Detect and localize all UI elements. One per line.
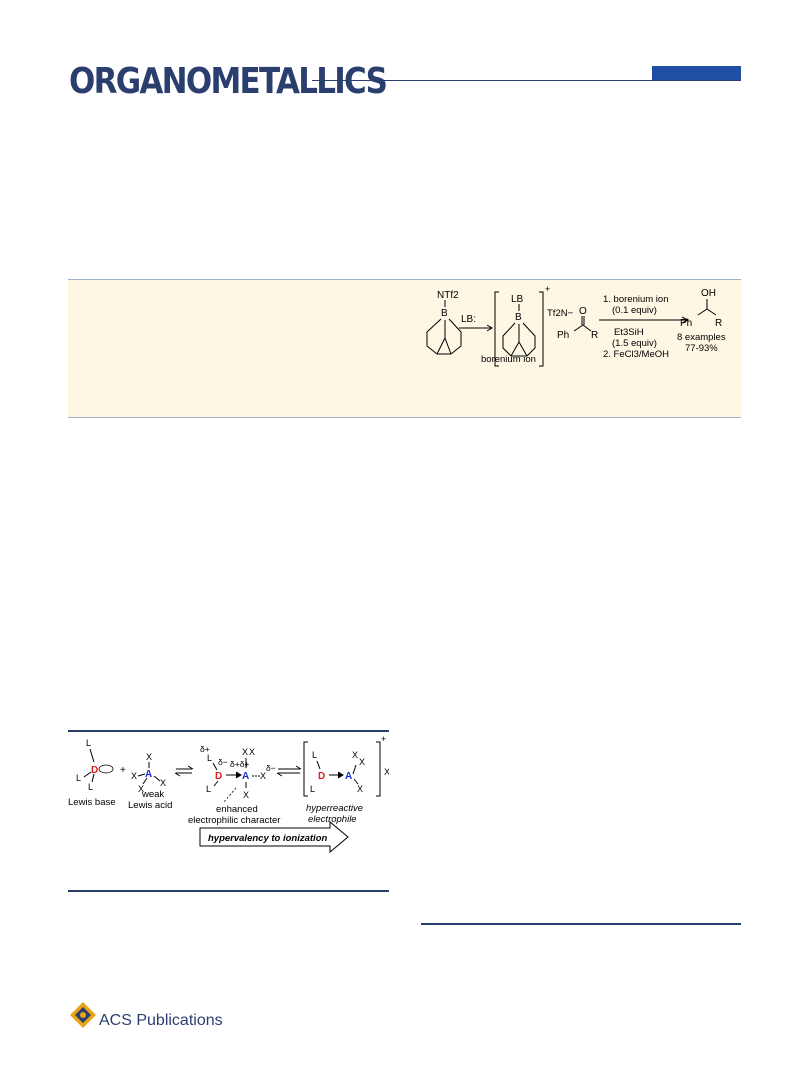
adduct-substituent-x2: X [249,747,255,757]
condition-silane-equiv: (1.5 equiv) [612,338,657,349]
delta-plus-acceptor: δ+δ+ [230,759,249,769]
lewis-acid-caption: Lewis acid [128,800,172,811]
ketone-oxygen: O [579,306,587,317]
cation-ligand-top: L [312,750,317,760]
base-ligand-top: L [86,738,91,748]
acs-logo-icon [70,1002,96,1028]
toc-reaction-scheme: NTf2 B LB: + LB B borenium ion Tf2N− O P… [426,284,726,367]
condition-step1-equiv: (0.1 equiv) [612,305,657,316]
adduct-substituent-x3: X [260,771,266,781]
cation-donor-atom: D [318,771,325,782]
acid-substituent-left: X [131,771,137,781]
header-color-tab [652,66,741,80]
electrophile-caption: electrophile [308,814,357,825]
ketone-phenyl: Ph [557,330,569,341]
hyperreactive-caption: hyperreactive [306,803,363,814]
enhanced-caption: enhanced [216,804,258,815]
acid-substituent-right: X [160,778,166,788]
borenium-boron-label: B [515,312,522,323]
condition-step2: 2. FeCl3/MeOH [603,349,669,360]
reagent-label: NTf2 [437,290,459,301]
adduct-ligand-bottom: L [206,784,211,794]
condition-silane: Et3SiH [614,327,644,338]
counterion-label: Tf2N− [547,308,574,319]
acceptor-atom: A [145,769,152,780]
boron-label: B [441,308,448,319]
lewis-base-caption: Lewis base [68,797,116,808]
delta-minus-donor: δ− [218,757,228,767]
anion-label: X− [384,767,389,777]
electrophilic-character-caption: electrophilic character [188,815,280,826]
cation-ligand-bottom: L [310,784,315,794]
journal-title: ORGANOMETALLICS [69,61,388,102]
scheme-box [68,730,389,892]
product-phenyl: Ph [680,318,692,329]
acid-substituent-top: X [146,752,152,762]
cation-substituent-x2: X [359,757,365,767]
header-rule [312,80,741,81]
column-rule [421,923,741,925]
publisher-name: ACS Publications [99,1012,223,1029]
product-hydroxyl: OH [701,288,716,299]
adduct-substituent-x1: X [242,747,248,757]
adduct-substituent-x4: X [243,790,249,800]
delta-minus-substituent: δ− [266,763,276,773]
toc-graphic-box [68,279,741,418]
cation-substituent-x3: X [357,784,363,794]
acid-substituent-bottom: X [138,784,144,794]
lewis-base-label: LB: [461,314,476,325]
ketone-r-group: R [591,330,598,341]
lewis-pair-scheme: L D L L Lewis base + X A X X X weak Lewi… [68,736,389,854]
yield-range: 77-93% [685,343,718,354]
base-ligand-bottom: L [88,782,93,792]
borenium-charge: + [545,284,550,294]
weak-caption: weak [141,789,164,800]
cation-substituent-x1: X [352,750,358,760]
condition-step1: 1. borenium ion [603,294,668,305]
cation-charge: + [381,736,386,744]
delta-plus-ligand: δ+ [200,744,210,754]
plus-sign: + [120,765,126,776]
product-r-group: R [715,318,722,329]
base-ligand-left: L [76,773,81,783]
ligand-label: LB [511,294,524,305]
donor-atom: D [91,765,98,776]
borenium-caption: borenium ion [481,354,536,365]
adduct-ligand-top: L [207,753,212,763]
adduct-acceptor-atom: A [242,771,249,782]
adduct-donor-atom: D [215,771,222,782]
arrow-label: hypervalency to ionization [208,833,327,844]
cation-acceptor-atom: A [345,771,352,782]
example-count: 8 examples [677,332,726,343]
